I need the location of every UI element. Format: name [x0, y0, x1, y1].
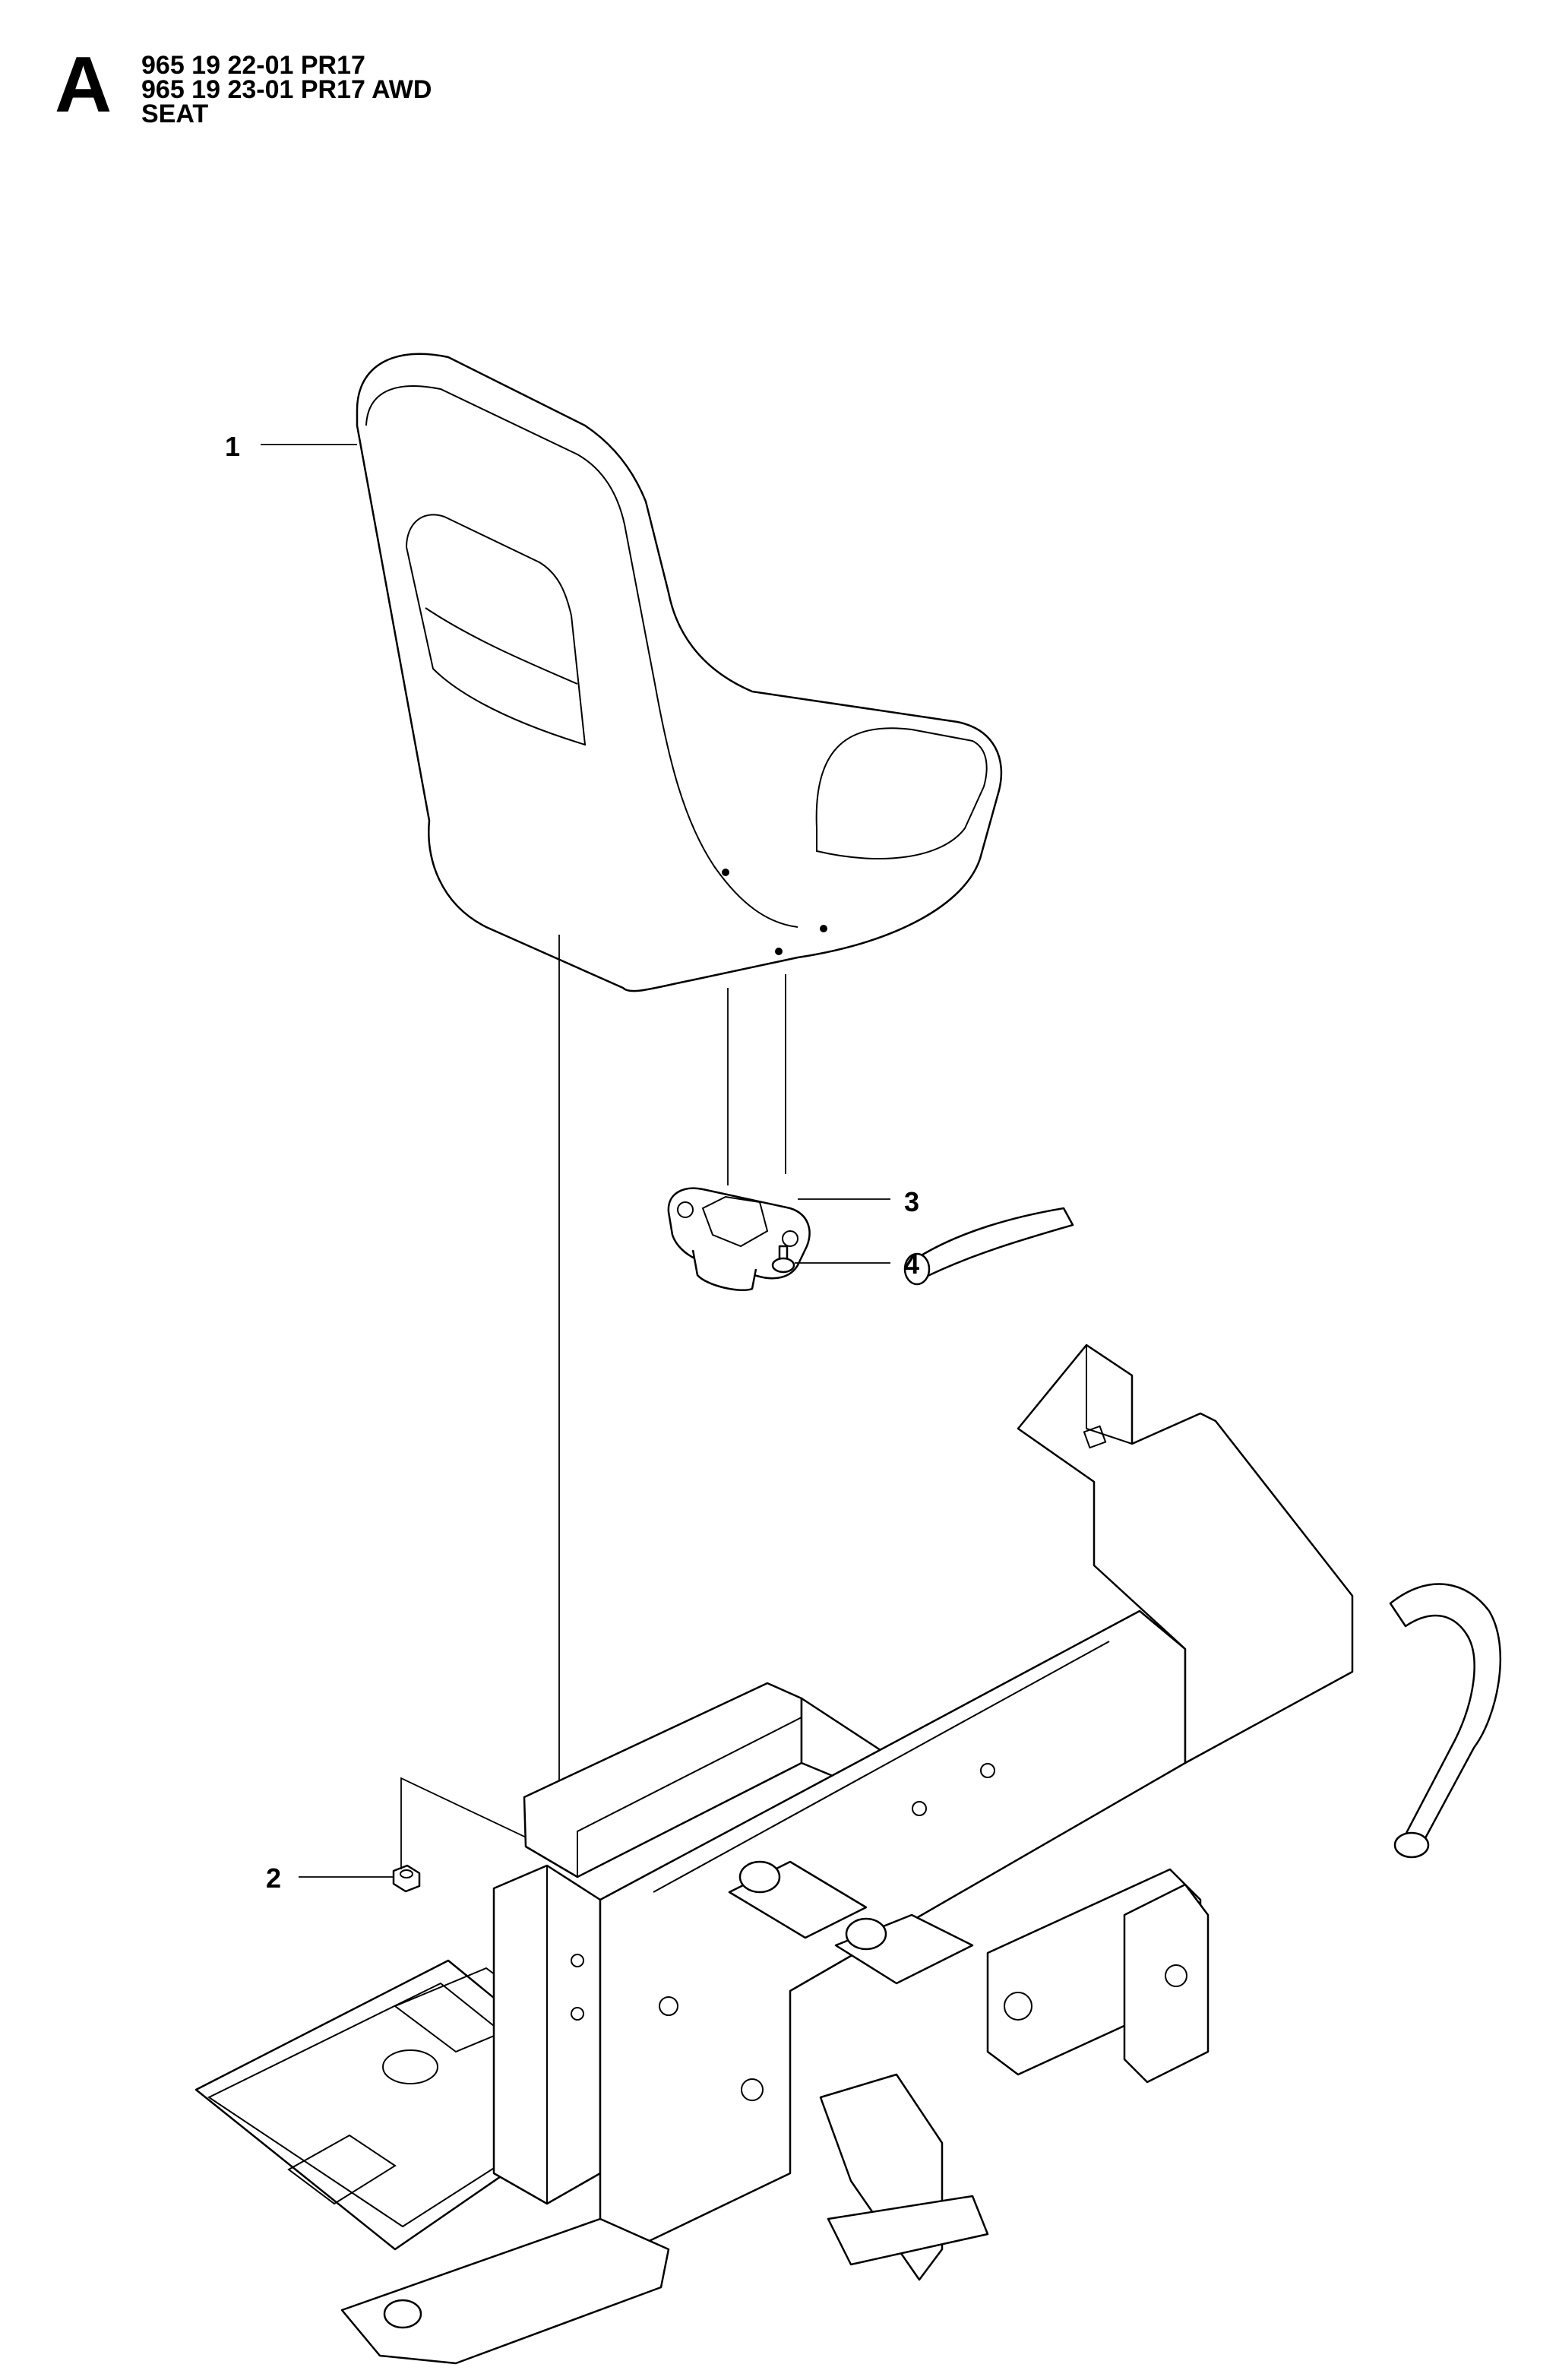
callout-number-2: 2 — [266, 1863, 281, 1894]
alignment-line-nut-to-frame — [400, 1777, 578, 1869]
section-letter: A — [55, 41, 112, 129]
nut-part[interactable] — [392, 1864, 421, 1893]
header-line-model-1: 965 19 22-01 PR17 — [141, 51, 365, 80]
callout-number-1: 1 — [225, 431, 240, 462]
seat-mount-hole — [820, 925, 827, 932]
seat-mount-hole — [775, 948, 783, 955]
header-line-assembly: SEAT — [141, 100, 209, 128]
callout-number-3: 3 — [904, 1186, 919, 1217]
header-line-model-2: 965 19 23-01 PR17 AWD — [141, 75, 432, 104]
chassis-frame — [194, 1207, 1502, 2365]
seat-bracket-part[interactable] — [667, 1187, 811, 1292]
seat-part[interactable] — [356, 353, 1003, 992]
header-title-block: 965 19 22-01 PR17 965 19 23-01 PR17 AWD … — [141, 51, 432, 128]
callout-number-4: 4 — [904, 1249, 919, 1280]
screw-part[interactable] — [771, 1245, 795, 1274]
seat-mount-hole — [722, 869, 729, 876]
